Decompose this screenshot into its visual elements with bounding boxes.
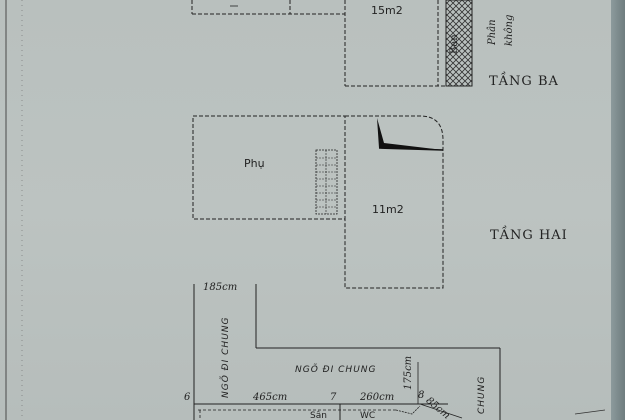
point-6: 6: [184, 392, 191, 403]
corner-wedge: [377, 118, 443, 150]
ground-plan: [193, 284, 606, 420]
tang-ba-area: 15m2: [371, 4, 403, 17]
dim-465: 465cm: [253, 392, 288, 403]
point-8: 8: [418, 390, 425, 401]
phan-label: Phân: [487, 19, 498, 45]
tang-hai-title: TẦNG HAI: [490, 228, 568, 243]
tang-ba-plan: [191, 0, 473, 87]
khong-label: không: [504, 14, 515, 46]
dim-260: 260cm: [360, 392, 395, 403]
staircase: [315, 149, 338, 215]
page-edge-shadow: [611, 0, 625, 420]
lane-label-right: CHUNG: [477, 375, 487, 414]
ban-label: Ban: [449, 34, 460, 54]
lane-label-vertical: NGÕ ĐI CHUNG: [221, 316, 231, 399]
tang-hai-area: 11m2: [372, 203, 404, 216]
phu-label: Phụ: [244, 157, 265, 170]
dim-185: 185cm: [203, 282, 238, 293]
hatched-wall: [445, 0, 473, 87]
point-7: 7: [330, 392, 337, 403]
tang-hai-plan: [192, 115, 444, 289]
dim-175: 175cm: [403, 355, 414, 390]
wc-label: WC: [360, 411, 376, 420]
san-label: Sân: [310, 411, 327, 420]
lane-label-horizontal: NGÕ ĐI CHUNG: [295, 365, 377, 375]
tang-ba-title: TẦNG BA: [489, 74, 559, 89]
